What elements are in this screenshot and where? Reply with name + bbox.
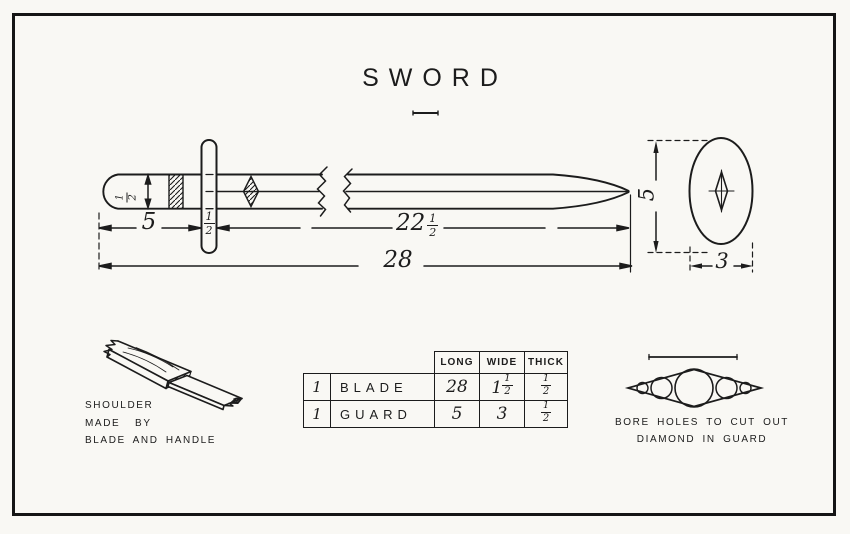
guard-end-view	[647, 137, 754, 273]
dimension-lines	[98, 172, 633, 273]
guard-name: GUARD	[330, 400, 435, 428]
guard-wide: 3	[479, 400, 525, 428]
shoulder-note-line2: MADE BY	[85, 418, 152, 429]
blade-name: BLADE	[330, 373, 435, 401]
bore-holes-diagram	[624, 353, 765, 408]
handle-thickness-label: 1 2	[114, 192, 139, 203]
guard-thickness-label: 1 2	[203, 210, 215, 237]
blade-qty: 1	[303, 373, 331, 401]
col-header-thick: THICK	[524, 351, 568, 374]
col-header-long: LONG	[434, 351, 480, 374]
end-view-width-label: 3	[715, 249, 729, 273]
guard-qty: 1	[303, 400, 331, 428]
blade-long: 28	[434, 373, 480, 401]
guard-long: 5	[434, 400, 480, 428]
bore-note-line1: BORE HOLES TO CUT OUT	[615, 417, 789, 428]
table-header-row: LONG WIDE THICK	[304, 351, 568, 374]
guard-ellipse	[688, 137, 754, 245]
break-line-right	[342, 168, 353, 213]
blade-diamond	[242, 174, 260, 209]
col-header-wide: WIDE	[479, 351, 525, 374]
shoulder-note-line3: BLADE AND HANDLE	[85, 435, 217, 446]
shoulder-hatch-block	[168, 173, 184, 210]
handle-length-label: 5	[141, 209, 157, 235]
end-view-height-label: 5	[634, 187, 659, 202]
break-line-left	[316, 166, 328, 217]
bore-note-line2: DIAMOND IN GUARD	[636, 434, 768, 445]
border-frame	[12, 13, 836, 516]
page-title: SWORD	[362, 64, 508, 92]
bore-note: BORE HOLES TO CUT OUT DIAMOND IN GUARD	[612, 417, 792, 445]
shoulder-note: SHOULDER MADE BY BLADE AND HANDLE	[85, 400, 216, 446]
guard-hidden-dashes	[205, 173, 214, 210]
guard-outline	[200, 139, 218, 254]
title-underline	[412, 110, 439, 116]
shoulder-note-line1: SHOULDER	[85, 400, 154, 411]
blade-length-label: 22 1 2	[396, 210, 439, 239]
guard-diamond-outline	[624, 368, 765, 408]
overall-length-label: 28	[383, 247, 413, 273]
handle-outline	[102, 173, 210, 210]
shoulder-detail-drawing	[103, 339, 243, 411]
sword-side-view	[102, 139, 630, 254]
